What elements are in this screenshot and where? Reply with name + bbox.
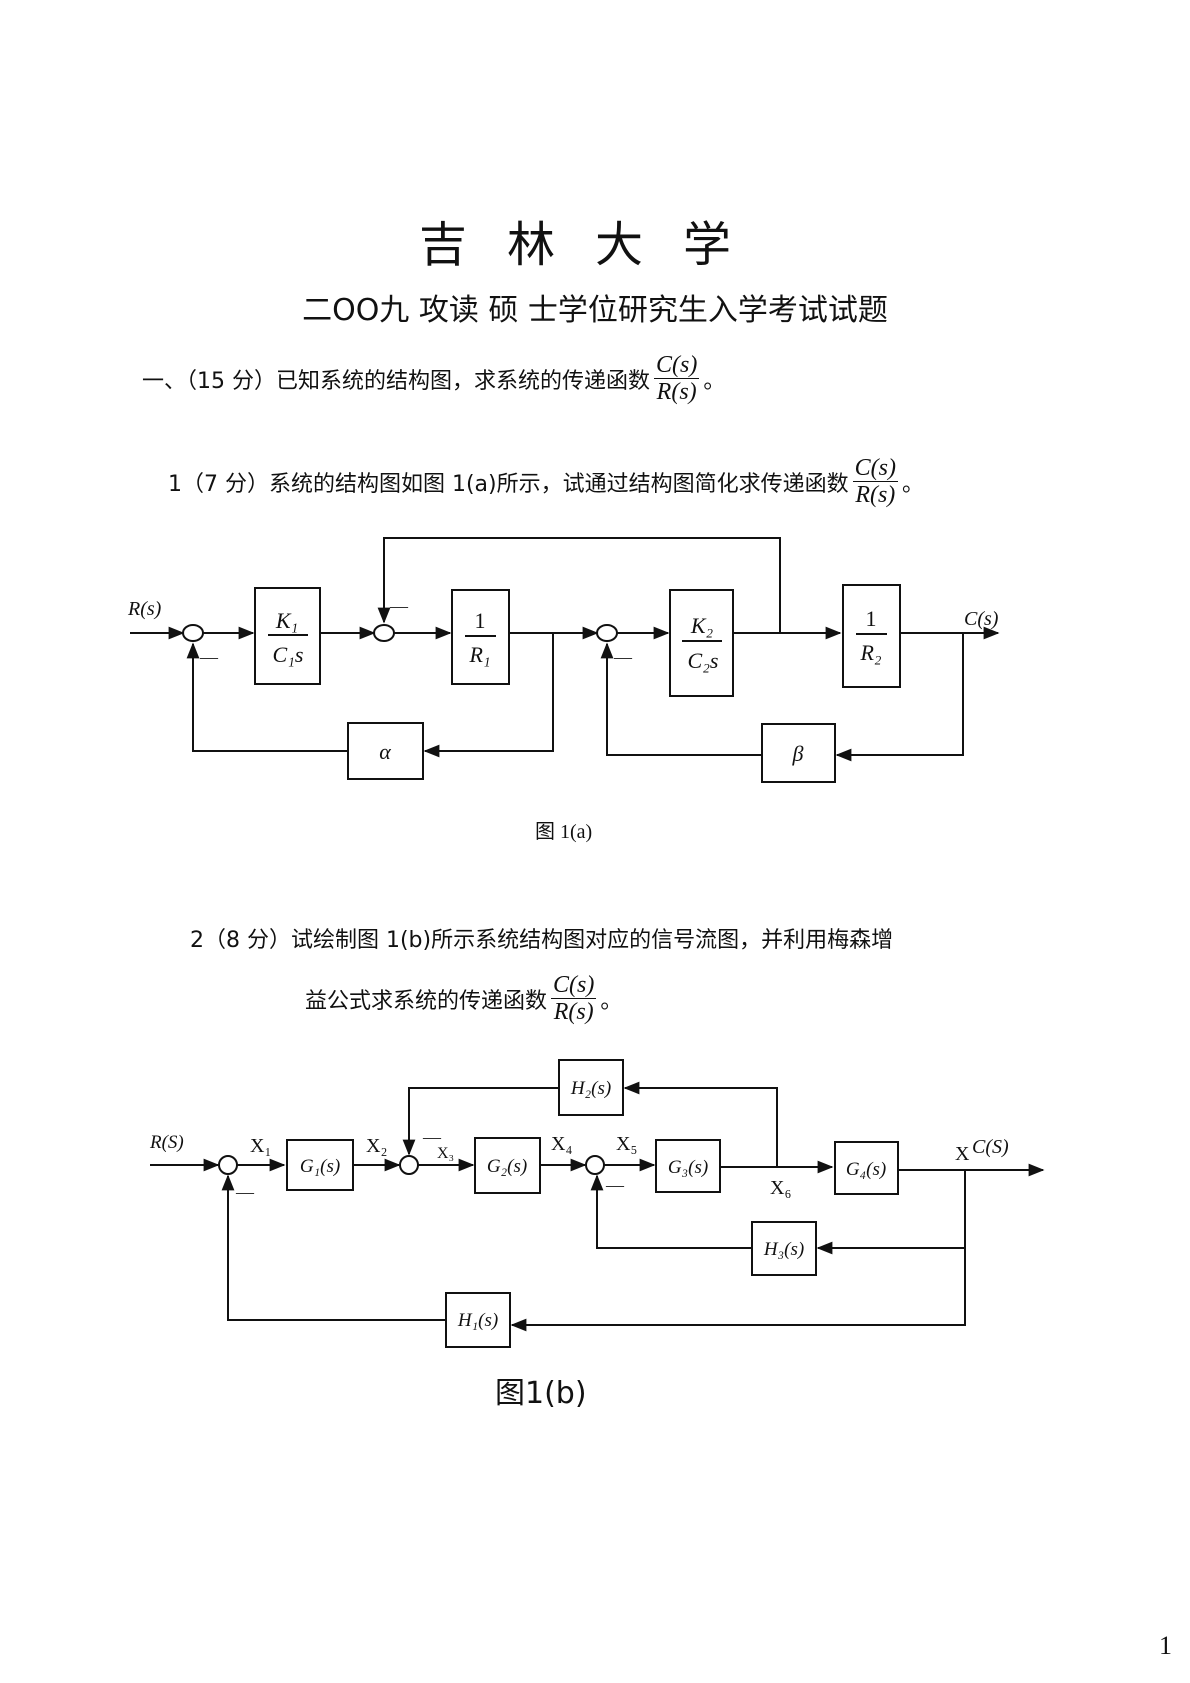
feedback-line <box>423 633 554 758</box>
question-1-text: 一、（15 分）已知系统的结构图，求系统的传递函数 <box>142 368 650 394</box>
block-r1-num: 1 <box>475 608 486 633</box>
summing-junction <box>373 624 395 642</box>
block-beta <box>761 723 836 783</box>
fraction-numerator: C(s) <box>551 972 597 1000</box>
fraction-denominator: R(s) <box>855 482 896 509</box>
block-k2-num: K₂ <box>690 613 714 638</box>
subquestion-1-text: 1（7 分）系统的结构图如图 1(a)所示，试通过结构图简化求传递函数 <box>168 471 849 497</box>
summing-junction <box>585 1155 605 1175</box>
fraction-denominator: R(s) <box>656 379 697 406</box>
block-r2 <box>842 584 901 688</box>
block-r1 <box>451 589 510 685</box>
handwritten-label-x3: X₃ <box>437 1145 454 1162</box>
handwritten-label-x6: X₆ <box>770 1177 791 1199</box>
summing-junction <box>182 624 204 642</box>
block-diagram-1a: R(s) C(s) — — — K₁ C₁s 1 R₁ K₂ C₂s 1 R₂ … <box>127 537 1000 783</box>
feedback-line <box>600 642 762 756</box>
transfer-function-fraction: C(s) R(s) <box>852 455 898 509</box>
minus-sign: — <box>389 596 409 616</box>
summing-junction <box>596 624 618 642</box>
fraction-numerator: C(s) <box>852 455 898 483</box>
subquestion-2-text: 益公式求系统的传递函数 <box>305 988 548 1014</box>
block-r2-den: R₂ <box>859 640 881 665</box>
block-k1 <box>254 587 321 685</box>
minus-sign: — <box>605 1175 625 1195</box>
handwritten-label-x5: X₅ <box>616 1133 637 1155</box>
university-title: 吉林大学 <box>418 217 771 273</box>
block-g4 <box>834 1141 899 1195</box>
input-label: R(s) <box>127 598 162 620</box>
output-label: C(S) <box>972 1136 1009 1158</box>
block-g2-label: G₂(s) <box>487 1156 527 1177</box>
block-r2-num: 1 <box>866 606 877 631</box>
subquestion-1-end: 。 <box>901 471 924 497</box>
block-g3-label: G₃(s) <box>668 1157 708 1178</box>
handwritten-label-x4: X₄ <box>551 1133 572 1155</box>
block-beta-label: β <box>792 741 804 766</box>
block-g4-label: G₄(s) <box>846 1159 886 1180</box>
summing-junction <box>218 1155 238 1175</box>
block-g1-label: G₁(s) <box>300 1156 340 1177</box>
block-k1-den: C₁s <box>273 642 304 667</box>
feedback-line <box>377 537 781 633</box>
subquestion-2-line2: 益公式求系统的传递函数 C(s) R(s) 。 <box>305 972 622 1026</box>
handwritten-label-x1: X₁ <box>250 1135 271 1157</box>
subquestion-2-line1: 2（8 分）试绘制图 1(b)所示系统结构图对应的信号流图，并利用梅森增 <box>190 928 894 953</box>
block-r1-den: R₁ <box>468 642 490 667</box>
feedback-line <box>835 633 964 762</box>
handwritten-label-x2: X₂ <box>366 1135 387 1157</box>
block-k1-num: K₁ <box>275 608 298 633</box>
minus-sign: — <box>199 647 219 667</box>
feedback-line <box>186 642 348 752</box>
subquestion-2-end: 。 <box>600 988 623 1014</box>
page-number: 1 <box>1159 1631 1172 1660</box>
block-h3-label: H₃(s) <box>763 1239 804 1260</box>
block-diagram-1b: R(S) C(S) G₁(s) G₂(s) G₃(s) G₄(s) H₂(s) … <box>149 1059 1045 1348</box>
summing-junction <box>399 1155 419 1175</box>
minus-sign: — <box>235 1182 255 1202</box>
question-1: 一、（15 分）已知系统的结构图，求系统的传递函数 C(s) R(s) 。 <box>142 352 725 406</box>
exam-title: 二OO九 攻读 硕 士学位研究生入学考试试题 <box>302 293 888 328</box>
output-label: C(s) <box>964 608 999 630</box>
minus-sign: — <box>613 647 633 667</box>
figure-1a-caption: 图 1(a) <box>535 821 593 843</box>
block-h2-label: H₂(s) <box>570 1078 611 1099</box>
transfer-function-fraction: C(s) R(s) <box>551 972 597 1026</box>
figure-1b-caption: 图1(b) <box>495 1376 587 1411</box>
block-h1-label: H₁(s) <box>457 1310 498 1331</box>
minus-sign: — <box>422 1127 442 1147</box>
fraction-denominator: R(s) <box>553 999 594 1026</box>
handwritten-label-x-output: X <box>955 1143 970 1165</box>
block-alpha-label: α <box>379 739 391 764</box>
input-label: R(S) <box>149 1132 184 1153</box>
transfer-function-fraction: C(s) R(s) <box>654 352 700 406</box>
question-1-end: 。 <box>703 368 726 394</box>
fraction-numerator: C(s) <box>654 352 700 380</box>
subquestion-1: 1（7 分）系统的结构图如图 1(a)所示，试通过结构图简化求传递函数 C(s)… <box>168 455 924 509</box>
block-k2-den: C₂s <box>688 648 719 673</box>
block-k2 <box>669 589 734 697</box>
